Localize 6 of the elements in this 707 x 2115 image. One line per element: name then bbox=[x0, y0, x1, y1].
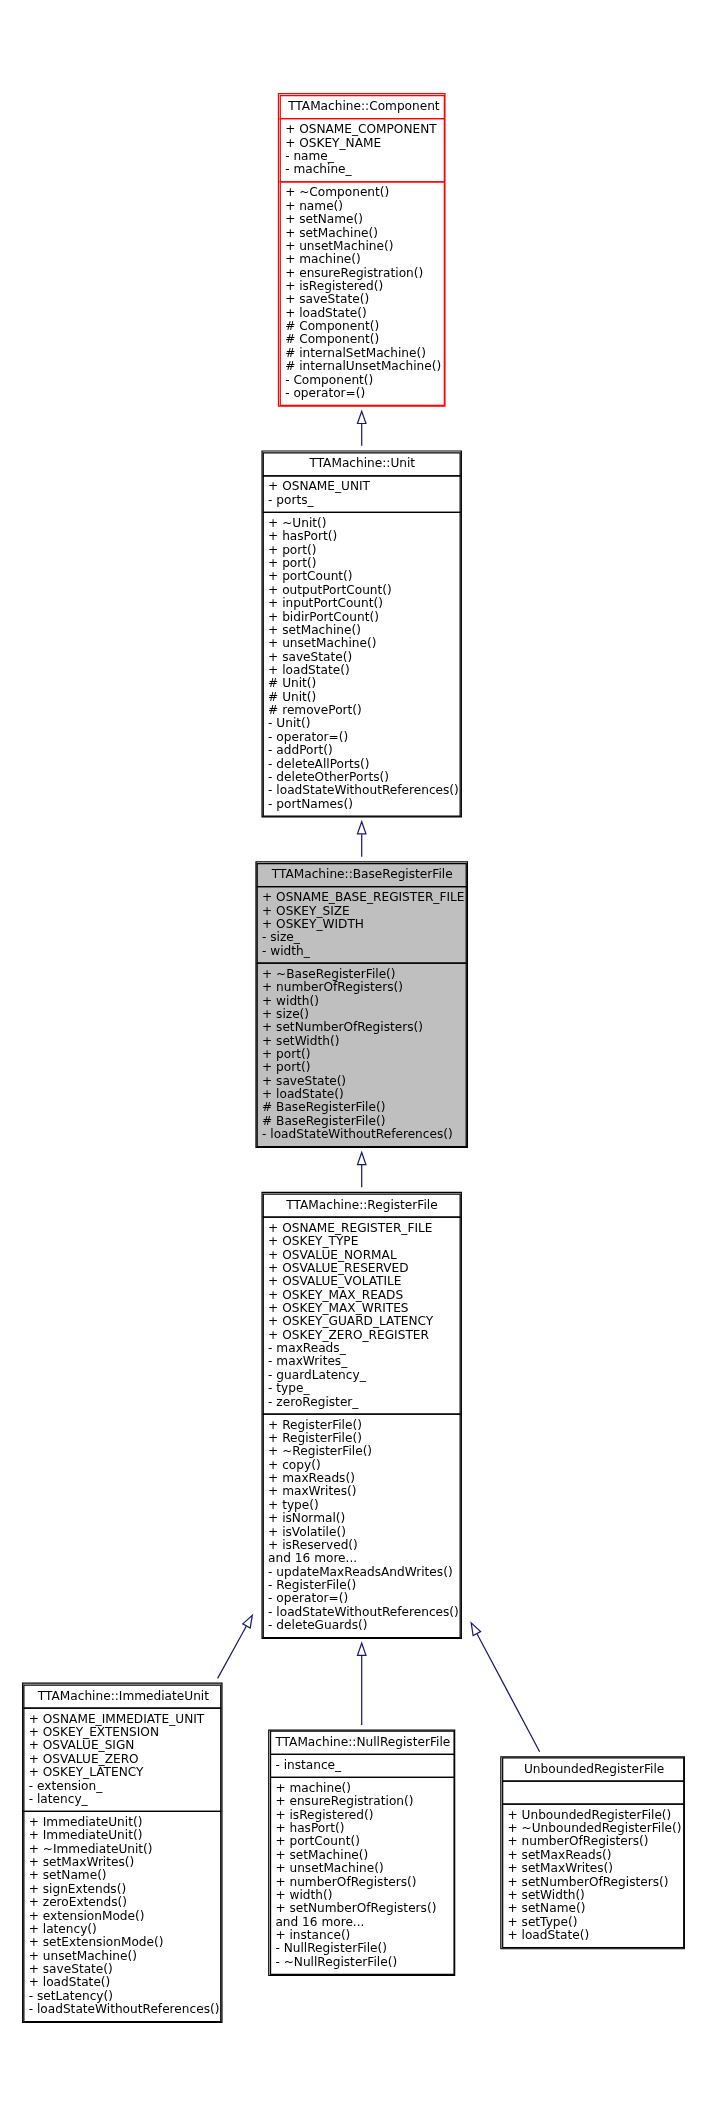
arrow bbox=[356, 409, 367, 446]
arrow bbox=[470, 1620, 541, 1752]
arrow bbox=[356, 819, 367, 857]
arrow bbox=[356, 1150, 367, 1188]
arrow bbox=[217, 1613, 254, 1679]
arrow bbox=[356, 1640, 367, 1726]
